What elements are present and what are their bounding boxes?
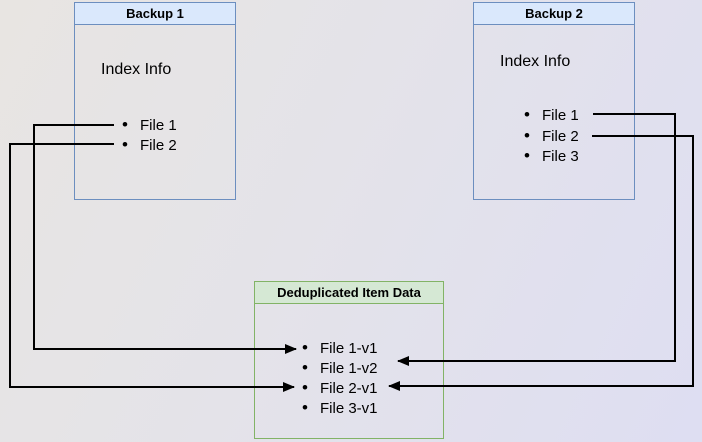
backup2-index-info-label: Index Info (500, 53, 571, 70)
list-item: File 1 (122, 115, 177, 135)
backup1-node: Backup 1 Index Info File 1 File 2 (74, 2, 236, 200)
list-item: File 2-v1 (302, 378, 378, 398)
list-item: File 2 (524, 126, 579, 147)
dedup-file-list: File 1-v1 File 1-v2 File 2-v1 File 3-v1 (302, 338, 378, 418)
list-item: File 1-v2 (302, 358, 378, 378)
backup2-title: Backup 2 (474, 3, 634, 25)
backup2-file-list: File 1 File 2 File 3 (524, 105, 579, 167)
list-item: File 2 (122, 135, 177, 155)
dedup-title: Deduplicated Item Data (255, 282, 443, 304)
backup1-title: Backup 1 (75, 3, 235, 25)
list-item: File 3-v1 (302, 398, 378, 418)
backup2-node: Backup 2 Index Info File 1 File 2 File 3 (473, 2, 635, 200)
list-item: File 1-v1 (302, 338, 378, 358)
backup1-file-list: File 1 File 2 (122, 115, 177, 155)
list-item: File 3 (524, 146, 579, 167)
backup1-index-info-label: Index Info (101, 61, 172, 78)
dedup-node: Deduplicated Item Data File 1-v1 File 1-… (254, 281, 444, 439)
list-item: File 1 (524, 105, 579, 126)
